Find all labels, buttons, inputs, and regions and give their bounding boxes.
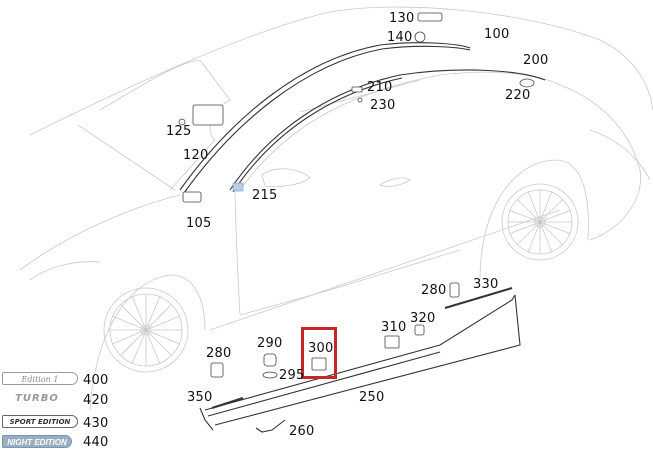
- callout-320[interactable]: 320: [410, 311, 436, 326]
- callout-125[interactable]: 125: [166, 124, 192, 139]
- selected-part-highlight: [301, 327, 337, 379]
- callout-140[interactable]: 140: [387, 30, 413, 45]
- callout-200[interactable]: 200: [523, 53, 549, 68]
- callout-250[interactable]: 250: [359, 390, 385, 405]
- callout-280-rear[interactable]: 280: [421, 283, 447, 298]
- callout-290[interactable]: 290: [257, 336, 283, 351]
- callout-310[interactable]: 310: [381, 320, 407, 335]
- callout-350[interactable]: 350: [187, 390, 213, 405]
- callout-430[interactable]: 430: [83, 416, 109, 431]
- callout-260[interactable]: 260: [289, 424, 315, 439]
- callout-400[interactable]: 400: [83, 373, 109, 388]
- callout-105[interactable]: 105: [186, 216, 212, 231]
- callout-440[interactable]: 440: [83, 435, 109, 450]
- callout-295[interactable]: 295: [279, 368, 305, 383]
- callout-300[interactable]: 300: [308, 341, 334, 356]
- emblem-sport-edition: SPORT EDITION: [2, 415, 78, 428]
- callout-130[interactable]: 130: [389, 11, 415, 26]
- callout-280-front[interactable]: 280: [206, 346, 232, 361]
- callout-100[interactable]: 100: [484, 27, 510, 42]
- emblem-turbo: TURBO: [15, 393, 59, 404]
- emblem-edition-1: Edition 1: [2, 372, 78, 385]
- callout-420[interactable]: 420: [83, 393, 109, 408]
- callout-120[interactable]: 120: [183, 148, 209, 163]
- callout-230[interactable]: 230: [370, 98, 396, 113]
- callout-220[interactable]: 220: [505, 88, 531, 103]
- emblem-night-edition: NIGHT EDITION: [2, 435, 72, 448]
- callout-330[interactable]: 330: [473, 277, 499, 292]
- callout-210[interactable]: 210: [367, 80, 393, 95]
- callout-215[interactable]: 215: [252, 188, 278, 203]
